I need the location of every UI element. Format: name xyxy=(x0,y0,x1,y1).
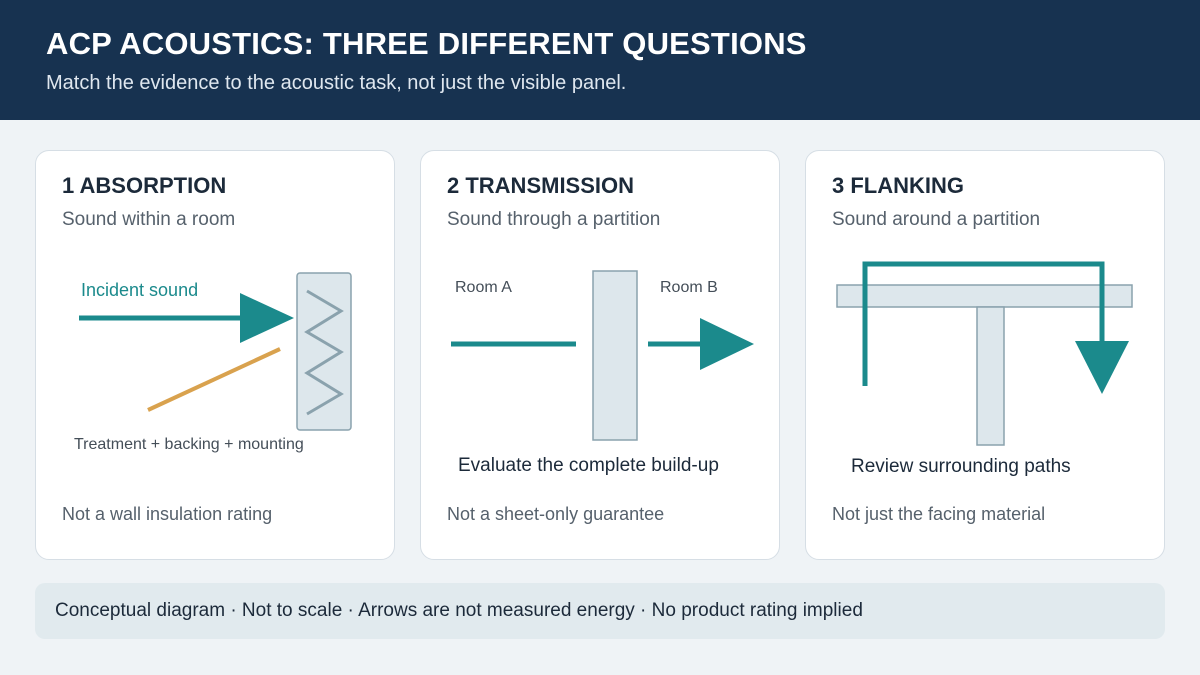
card-flanking: 3 FLANKING Sound around a partition Revi… xyxy=(805,150,1165,560)
card-subtitle: Sound around a partition xyxy=(832,209,1041,230)
header-banner: ACP ACOUSTICS: THREE DIFFERENT QUESTIONS… xyxy=(0,0,1200,120)
card-title: 1 ABSORPTION xyxy=(62,173,227,198)
flanking-path-line xyxy=(862,261,1105,386)
flanking-arrow-head xyxy=(1075,341,1129,394)
page-subtitle: Match the evidence to the acoustic task,… xyxy=(46,71,627,94)
partition-wall xyxy=(976,306,1005,446)
transmission-diagram: Room A Room B Evaluate the complete buil… xyxy=(451,270,754,476)
card-footer: Not a wall insulation rating xyxy=(62,504,273,524)
absorber-zigzag xyxy=(304,289,344,416)
incident-arrow-head xyxy=(240,293,294,343)
card-title: 2 TRANSMISSION xyxy=(447,173,635,198)
card-subtitle: Sound through a partition xyxy=(447,209,661,230)
card-footer: Not a sheet-only guarantee xyxy=(447,504,665,524)
ceiling-slab xyxy=(836,284,1133,308)
treatment-label: Treatment + backing + mounting xyxy=(74,436,304,453)
room-a-label: Room A xyxy=(455,279,512,296)
absorption-diagram: Incident sound Treatment + backing + mou… xyxy=(74,272,352,453)
page-title: ACP ACOUSTICS: THREE DIFFERENT QUESTIONS xyxy=(46,26,807,61)
partition-wall xyxy=(592,270,638,441)
room-b-label: Room B xyxy=(660,279,718,296)
reflected-sound-line xyxy=(147,347,281,412)
transmission-caption: Evaluate the complete build-up xyxy=(458,455,719,476)
card-title: 3 FLANKING xyxy=(832,173,964,198)
incident-sound-label: Incident sound xyxy=(81,280,198,300)
card-subtitle: Sound within a room xyxy=(62,209,236,230)
card-footer: Not just the facing material xyxy=(832,504,1046,524)
flanking-diagram: Review surrounding paths xyxy=(836,261,1133,477)
card-transmission: 2 TRANSMISSION Sound through a partition… xyxy=(420,150,780,560)
card-absorption: 1 ABSORPTION Sound within a room Inciden… xyxy=(35,150,395,560)
transmitted-arrow-head xyxy=(700,318,754,370)
disclaimer-note: Conceptual diagram · Not to scale · Arro… xyxy=(35,583,1165,639)
flanking-caption: Review surrounding paths xyxy=(851,456,1071,477)
